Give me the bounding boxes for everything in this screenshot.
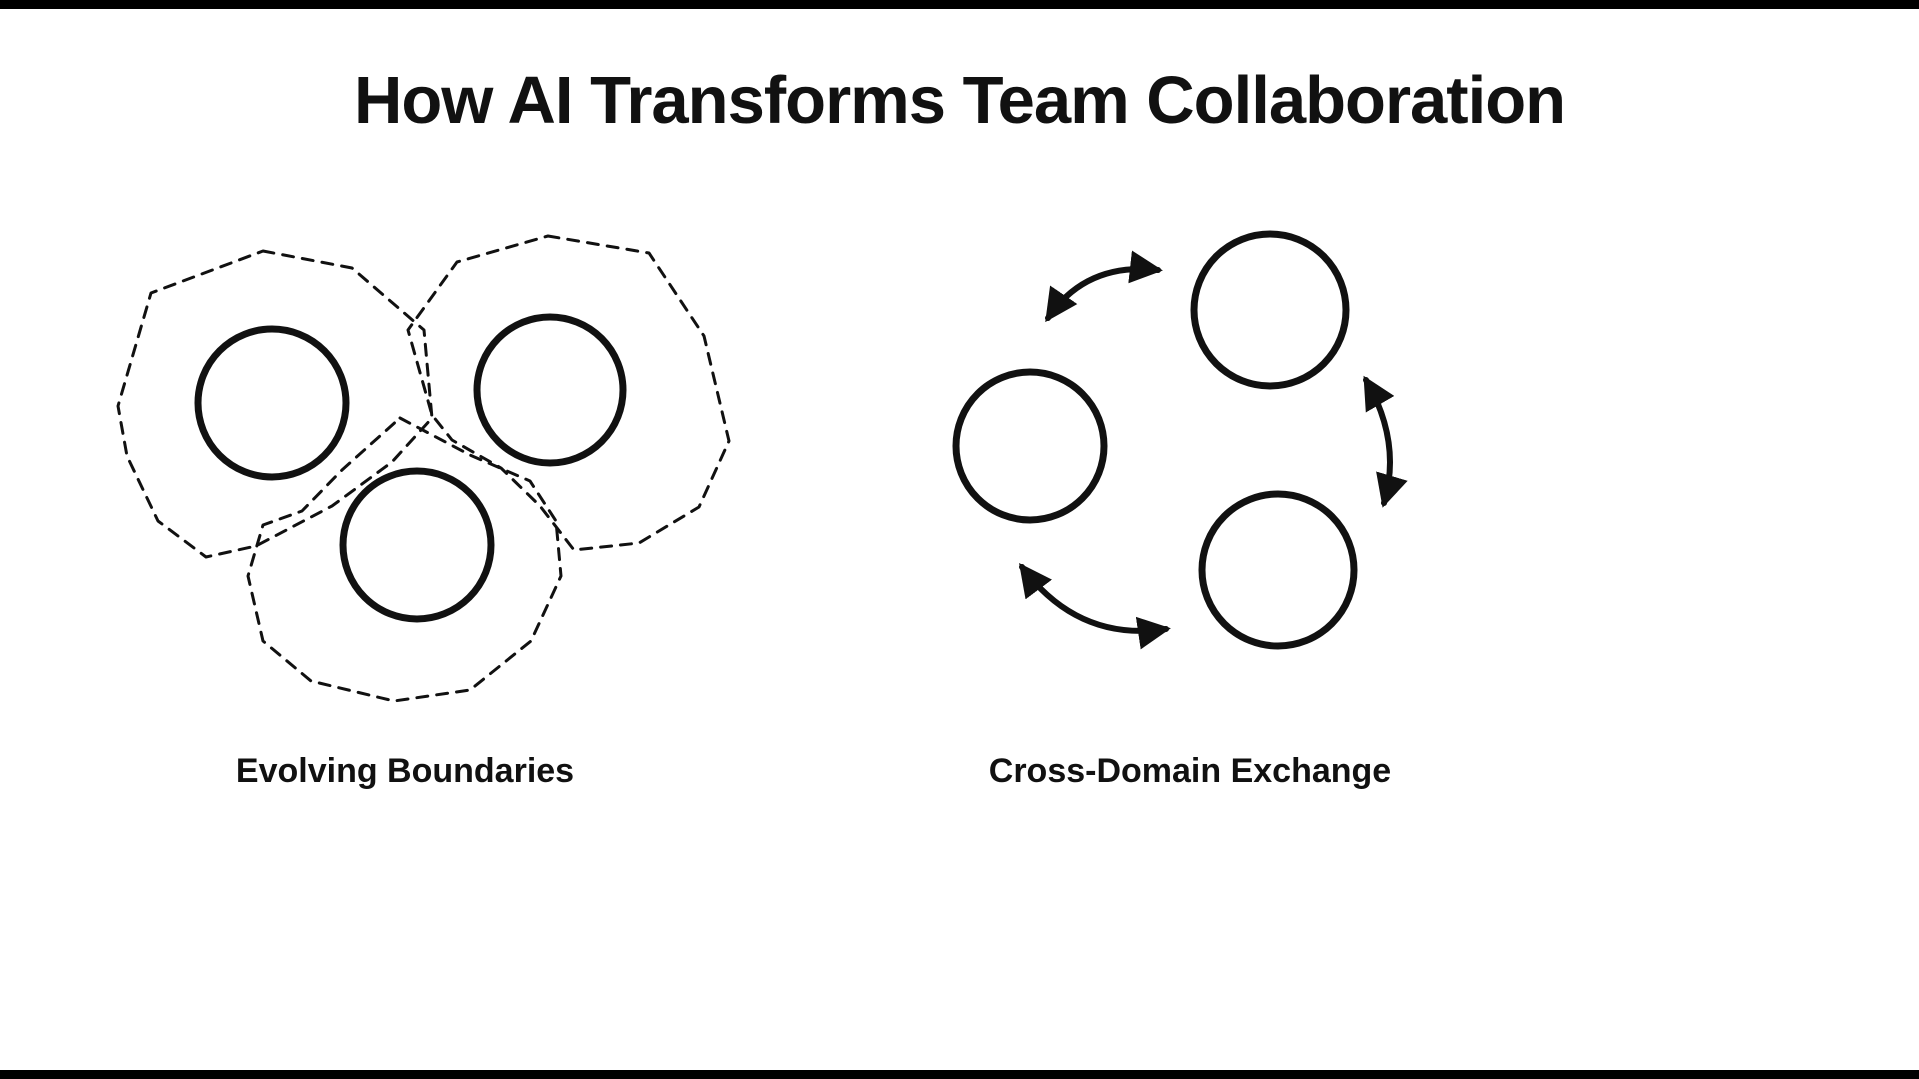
caption-evolving-boundaries: Evolving Boundaries <box>235 752 575 790</box>
boundary-blob-icon <box>246 416 563 703</box>
panel-evolving-boundaries <box>116 234 731 703</box>
boundary-blob-icon <box>116 249 434 559</box>
page-title: How AI Transforms Team Collaboration <box>353 63 1566 138</box>
team-circle-icon <box>952 368 1108 524</box>
team-circle-icon <box>473 313 627 467</box>
exchange-arrow-icon <box>1363 375 1408 508</box>
team-circle-icon <box>339 467 495 623</box>
boundary-blob-icon <box>406 234 731 552</box>
panel-cross-domain-exchange <box>952 230 1408 650</box>
exchange-arrow-icon <box>1019 563 1171 650</box>
top-edge-bar <box>0 0 1919 9</box>
team-circle-icon <box>1198 490 1358 650</box>
team-circle-icon <box>1190 230 1350 390</box>
team-circle-icon <box>194 325 350 481</box>
caption-cross-domain-exchange: Cross-Domain Exchange <box>988 752 1392 790</box>
bottom-edge-bar <box>0 1070 1919 1079</box>
exchange-arrow-icon <box>1045 250 1163 323</box>
